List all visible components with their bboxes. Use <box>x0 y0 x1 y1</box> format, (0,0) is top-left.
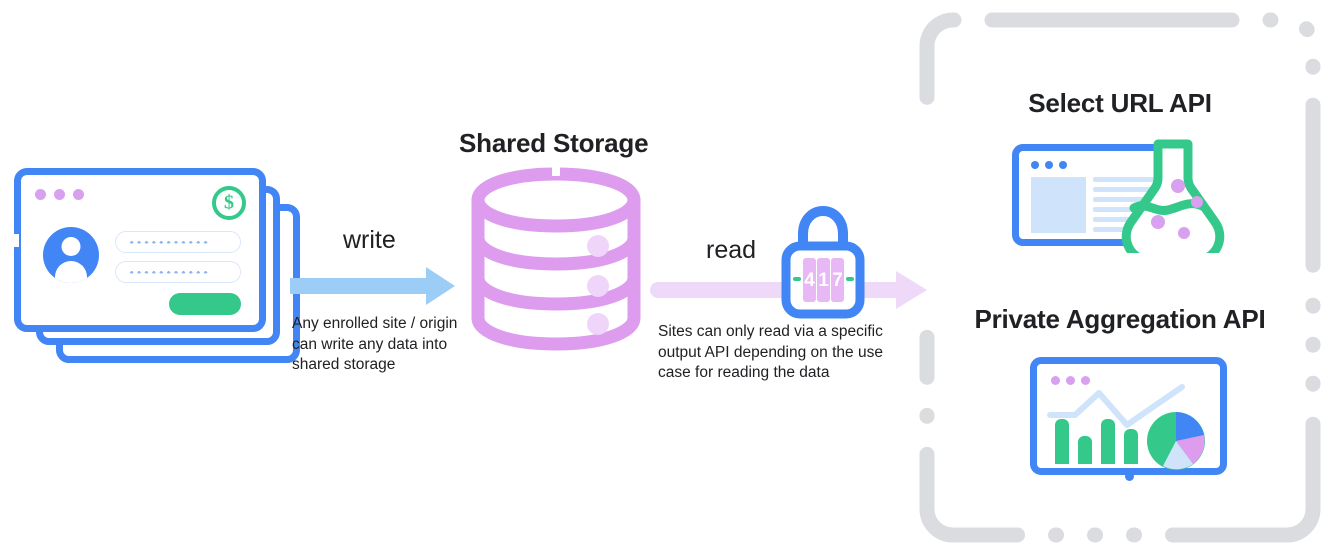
submit-button[interactable] <box>169 293 241 315</box>
bar-2 <box>1078 436 1092 464</box>
storage-indicator-3 <box>587 313 609 335</box>
write-arrow-icon <box>290 267 455 305</box>
svg-text:1: 1 <box>818 270 829 291</box>
select-url-api-icon <box>1012 138 1232 253</box>
combination-lock-icon: 4 1 7 <box>781 205 865 319</box>
dollar-badge-icon: $ <box>212 186 246 220</box>
svg-text:7: 7 <box>832 270 843 291</box>
write-flow: write Any enrolled site / origin can wri… <box>290 226 465 396</box>
window-dot-3 <box>73 189 84 200</box>
flask-icon <box>1121 139 1225 253</box>
bar-1 <box>1055 419 1069 464</box>
read-caption: Sites can only read via a specific outpu… <box>658 323 883 381</box>
database-icon <box>471 166 641 351</box>
read-label: read <box>706 236 757 264</box>
shared-storage-cylinder <box>468 166 644 351</box>
dollar-sign-glyph: $ <box>224 191 234 214</box>
dashboard-dot-2 <box>1066 376 1075 385</box>
bar-4 <box>1124 429 1138 464</box>
window-dot-1 <box>35 189 46 200</box>
content-thumbnail <box>1031 177 1086 233</box>
browser-dot-2 <box>1045 161 1053 169</box>
private-aggregation-api-title: Private Aggregation API <box>974 304 1266 334</box>
storage-indicator-2 <box>587 275 609 297</box>
line-chart <box>1047 384 1185 428</box>
lock-dials: 4 1 7 <box>803 258 844 302</box>
select-url-api-title: Select URL API <box>1028 88 1212 118</box>
dashboard-edge-dot <box>1125 472 1134 481</box>
bar-3 <box>1101 419 1115 464</box>
panel-dashed-border <box>919 12 1321 543</box>
read-flow: read 4 1 7 Sites can only read via a spe… <box>650 205 935 407</box>
avatar <box>43 227 99 283</box>
dashboard-dot-3 <box>1081 376 1090 385</box>
avatar-body <box>55 261 87 283</box>
svg-text:4: 4 <box>804 270 815 291</box>
storage-indicator-1 <box>587 235 609 257</box>
browser-dot-3 <box>1059 161 1067 169</box>
browser-dot-1 <box>1031 161 1039 169</box>
card-edge-notch <box>10 234 19 247</box>
write-caption: Any enrolled site / origin can write any… <box>292 315 458 373</box>
site-card-front: $ <box>14 168 266 332</box>
avatar-head <box>61 237 81 256</box>
window-dot-2 <box>54 189 65 200</box>
pie-chart <box>1147 412 1205 470</box>
dashboard-dot-1 <box>1051 376 1060 385</box>
output-apis-panel: Select URL API <box>917 10 1323 545</box>
write-label: write <box>343 226 396 254</box>
shared-storage-title: Shared Storage <box>459 128 649 158</box>
private-aggregation-api-icon <box>1030 357 1227 481</box>
password-field[interactable] <box>115 261 241 283</box>
publisher-site-cards: $ <box>10 168 300 363</box>
username-field[interactable] <box>115 231 241 253</box>
